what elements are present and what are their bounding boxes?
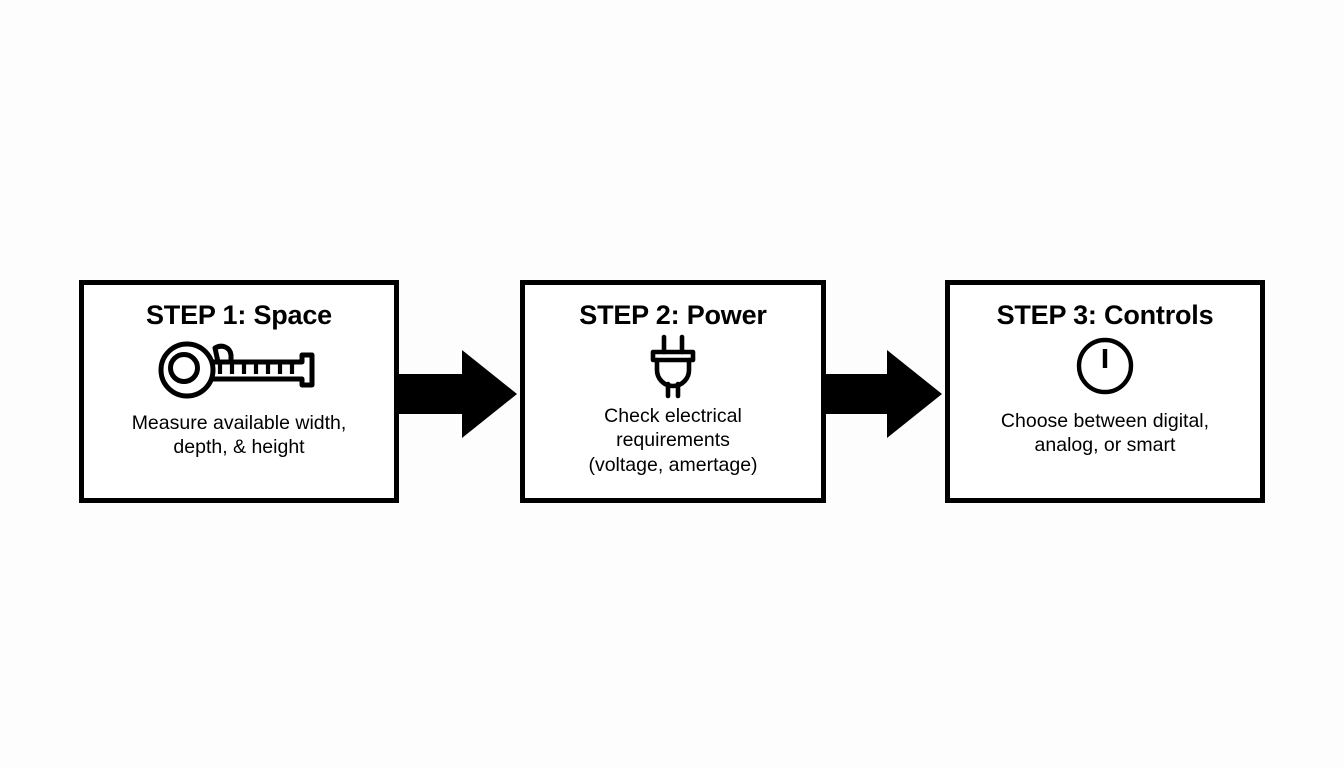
tape-measure-icon [154,339,324,401]
control-dial-icon [1074,335,1136,397]
power-plug-icon [642,332,704,402]
flow-arrow-1 [399,348,519,440]
flow-arrow-2 [824,348,944,440]
step-card-3[interactable]: STEP 3: Controls Choose between digital,… [945,280,1265,503]
step-card-2[interactable]: STEP 2: Power Check electrical requireme… [520,280,826,503]
step-title-1: STEP 1: Space [146,300,332,330]
step-title-3: STEP 3: Controls [996,300,1214,330]
step-title-2: STEP 2: Power [579,300,767,330]
step-description-2: Check electrical requirements (voltage, … [588,404,758,476]
step-description-1: Measure available width, depth, & height [131,411,347,459]
step-description-3: Choose between digital, analog, or smart [1000,409,1210,457]
step-card-1[interactable]: STEP 1: Space [79,280,399,503]
